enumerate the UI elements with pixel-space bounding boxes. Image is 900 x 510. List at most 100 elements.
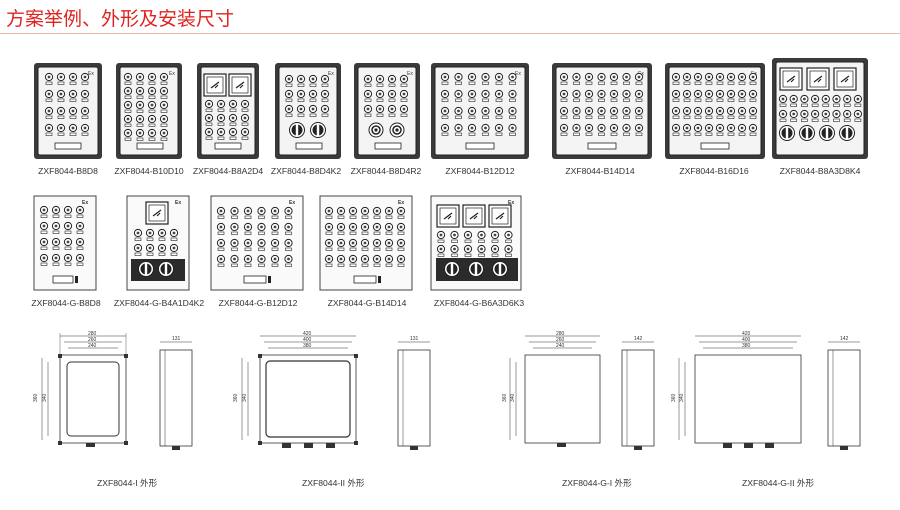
button-symbol bbox=[270, 222, 280, 235]
button-symbol bbox=[243, 254, 253, 267]
button-symbol bbox=[157, 228, 167, 241]
button-symbol bbox=[243, 206, 253, 219]
button-symbol bbox=[284, 254, 293, 267]
button-symbol bbox=[363, 89, 373, 102]
button-symbol bbox=[44, 106, 54, 119]
button-symbol bbox=[80, 123, 90, 136]
button-symbol bbox=[75, 237, 85, 250]
button-symbol bbox=[715, 89, 725, 102]
model-caption: ZXF8044-B8D4K2 bbox=[271, 166, 341, 176]
button-symbol bbox=[336, 222, 346, 235]
button-symbol bbox=[494, 89, 504, 102]
caption-outline-i: ZXF8044-I 外形 bbox=[97, 477, 158, 488]
button-symbol bbox=[609, 72, 619, 85]
model-caption: ZXF8044-B8A2D4 bbox=[193, 166, 263, 176]
svg-text:Ex: Ex bbox=[82, 200, 88, 206]
button-symbol bbox=[622, 123, 631, 136]
svg-text:Ex: Ex bbox=[175, 200, 181, 206]
button-symbol bbox=[737, 123, 747, 136]
button-symbol bbox=[204, 113, 214, 126]
button-symbol bbox=[477, 230, 486, 243]
button-symbol bbox=[778, 109, 788, 122]
svg-text:142: 142 bbox=[840, 336, 849, 342]
dim-w2: 260 bbox=[88, 337, 97, 343]
button-symbol bbox=[671, 89, 681, 102]
button-symbol bbox=[270, 206, 280, 219]
button-symbol bbox=[737, 89, 747, 102]
button-symbol bbox=[494, 106, 504, 119]
dim-d: 131 bbox=[172, 336, 181, 342]
button-symbol bbox=[284, 89, 294, 102]
button-symbol bbox=[147, 128, 157, 141]
button-symbol bbox=[135, 128, 145, 141]
button-symbol bbox=[336, 206, 346, 219]
dim-h2: 340 bbox=[42, 393, 48, 402]
button-symbol bbox=[584, 72, 594, 85]
ex-mark: Ex bbox=[88, 71, 94, 77]
button-symbol bbox=[504, 244, 513, 257]
button-symbol bbox=[726, 123, 736, 136]
button-symbol bbox=[440, 89, 450, 102]
button-symbol bbox=[216, 238, 226, 251]
button-symbol bbox=[504, 230, 513, 243]
svg-text:Ex: Ex bbox=[508, 200, 514, 206]
button-symbol bbox=[216, 206, 226, 219]
button-symbol bbox=[726, 106, 736, 119]
button-symbol bbox=[284, 222, 293, 235]
button-symbol bbox=[230, 206, 239, 219]
button-symbol bbox=[811, 94, 820, 107]
button-symbol bbox=[204, 99, 214, 112]
button-symbol bbox=[843, 109, 852, 122]
button-symbol bbox=[436, 230, 446, 243]
button-symbol bbox=[360, 222, 370, 235]
button-symbol bbox=[481, 106, 490, 119]
button-symbol bbox=[216, 222, 226, 235]
svg-text:Ex: Ex bbox=[328, 71, 334, 77]
button-symbol bbox=[257, 222, 266, 235]
box-b12d12: Ex bbox=[431, 63, 529, 159]
button-symbol bbox=[147, 86, 157, 99]
button-symbol bbox=[257, 238, 266, 251]
button-symbol bbox=[715, 123, 725, 136]
button-symbol bbox=[715, 106, 725, 119]
button-symbol bbox=[572, 89, 581, 102]
button-symbol bbox=[80, 89, 90, 102]
button-symbol bbox=[324, 254, 334, 267]
svg-text:Ex: Ex bbox=[515, 71, 521, 77]
button-symbol bbox=[39, 205, 49, 218]
caption-outline-g-i: ZXF8044-G-I 外形 bbox=[562, 477, 632, 488]
button-symbol bbox=[821, 94, 830, 107]
button-symbol bbox=[308, 74, 318, 87]
svg-text:420: 420 bbox=[742, 331, 751, 337]
button-symbol bbox=[44, 89, 54, 102]
button-symbol bbox=[454, 123, 463, 136]
outline-g-ii: 420 400 380 360 340 142 bbox=[671, 331, 861, 450]
button-symbol bbox=[68, 72, 78, 85]
button-symbol bbox=[671, 106, 681, 119]
model-caption: ZXF8044-B10D10 bbox=[114, 166, 183, 176]
button-symbol bbox=[396, 238, 406, 251]
button-symbol bbox=[494, 123, 504, 136]
button-symbol bbox=[609, 89, 619, 102]
button-symbol bbox=[682, 89, 692, 102]
svg-text:Ex: Ex bbox=[407, 71, 413, 77]
button-symbol bbox=[372, 254, 382, 267]
button-symbol bbox=[609, 123, 619, 136]
row1-captions: ZXF8044-B8D8 ZXF8044-B10D10 ZXF8044-B8A2D4… bbox=[38, 166, 860, 176]
button-symbol bbox=[360, 206, 370, 219]
model-caption: ZXF8044-G-B6A3D6K3 bbox=[434, 298, 524, 308]
button-symbol bbox=[216, 99, 226, 112]
svg-text:340: 340 bbox=[679, 393, 685, 402]
button-symbol bbox=[296, 104, 306, 117]
svg-text:142: 142 bbox=[634, 336, 643, 342]
button-symbol bbox=[800, 94, 809, 107]
button-symbol bbox=[336, 238, 346, 251]
svg-text:400: 400 bbox=[303, 337, 312, 343]
model-caption: ZXF8044-B8D8 bbox=[38, 166, 98, 176]
button-symbol bbox=[284, 104, 294, 117]
button-symbol bbox=[463, 244, 473, 257]
dim-w1: 280 bbox=[88, 331, 97, 337]
button-symbol bbox=[363, 74, 373, 87]
button-symbol bbox=[440, 72, 450, 85]
